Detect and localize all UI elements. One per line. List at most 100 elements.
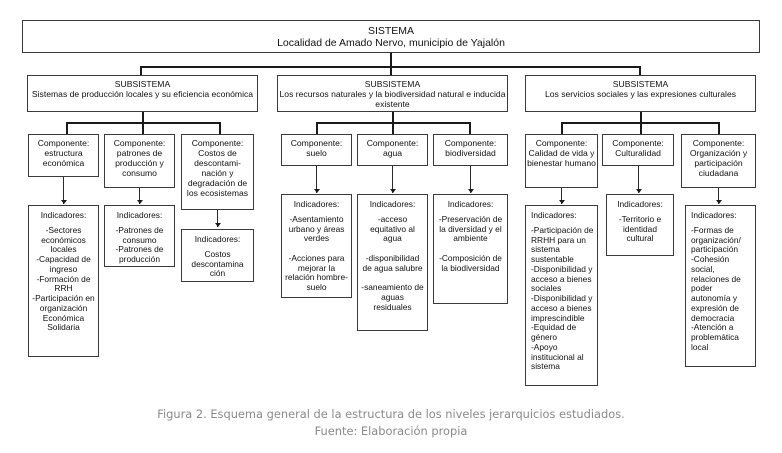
arrowhead-c21 — [313, 189, 320, 193]
arrowhead-c31 — [558, 200, 565, 204]
connector-c23-to-ind — [470, 166, 471, 193]
component-subtitle: Organización y participación ciudadana — [689, 147, 748, 178]
subsystem-title: SUBSISTEMA — [364, 79, 421, 89]
component-subtitle: Costos de descontami-nación y degradació… — [186, 147, 249, 198]
indicator-box-2-2: Indicadores: -acceso equitativo al agua … — [357, 194, 428, 331]
subsystem-title: SUBSISTEMA — [114, 79, 171, 89]
arrowhead-c32 — [635, 189, 642, 193]
connector-c31-to-ind — [561, 188, 562, 204]
connector-subsystem-2 — [390, 66, 392, 76]
component-subtitle: estructura económica — [42, 147, 85, 168]
indicator-box-1-1: Indicadores: -Sectores económicos locale… — [28, 205, 99, 357]
component-title: Componente: — [290, 138, 343, 148]
indicator-box-3-3: Indicadores: -Formas de organización/ pa… — [685, 205, 756, 367]
indicator-box-3-1: Indicadores: -Participación de RRHH para… — [525, 205, 598, 386]
indicator-box-3-2: Indicadores: -Territorio e identidad cul… — [606, 194, 674, 256]
indicator-box-2-3: Indicadores: -Preservación de la diversi… — [433, 194, 508, 304]
connector-c22-to-ind — [392, 166, 393, 193]
indicator-items: -Territorio e identidad cultural — [618, 213, 662, 244]
connector-sub1-c1 — [66, 122, 68, 134]
connector-subsystem-3 — [639, 66, 641, 76]
component-title: Componente: — [535, 138, 588, 148]
indicator-title: Indicadores: — [116, 210, 163, 220]
indicator-items: Costos descontamina ción — [191, 248, 244, 279]
system-title: SISTEMA — [367, 25, 415, 37]
indicator-items: -Sectores económicos locales -Capacidad … — [32, 224, 95, 333]
component-box-2-1: Componente: suelo — [281, 134, 352, 166]
indicator-title: Indicadores: — [617, 199, 663, 209]
component-box-3-3: Componente: Organización y participación… — [681, 134, 756, 188]
indicator-title: Indicadores: — [531, 210, 577, 220]
figure-caption: Figura 2. Esquema general de la estructu… — [0, 406, 782, 439]
indicator-title: Indicadores: — [194, 234, 241, 244]
arrowhead-c11 — [60, 200, 67, 204]
connector-sub2-c3 — [469, 122, 471, 134]
connector-system-stem — [390, 53, 392, 67]
indicator-box-1-3: Indicadores: Costos descontamina ción — [181, 229, 254, 282]
system-subtitle: Localidad de Amado Nervo, municipio de Y… — [277, 37, 505, 50]
arrowhead-c13 — [214, 223, 221, 227]
connector-sub2-stem — [392, 112, 394, 123]
indicator-items: -Preservación de la diversidad y el ambi… — [438, 213, 503, 273]
subsystem-title: SUBSISTEMA — [612, 79, 669, 89]
arrowhead-c23 — [467, 189, 474, 193]
component-box-3-1: Componente: Calidad de vida y bienestar … — [525, 134, 598, 188]
connector-sub2-c1 — [316, 122, 318, 134]
connector-sub1-c2 — [142, 122, 144, 134]
component-box-1-1: Componente: estructura económica — [28, 134, 99, 177]
indicator-items: -Formas de organización/ participación -… — [691, 224, 741, 352]
figure-caption-line-1: Figura 2. Esquema general de la estructu… — [157, 407, 625, 421]
connector-sub3-c1 — [561, 122, 563, 134]
connector-sub1-stem — [142, 112, 144, 123]
component-title: Componente: — [191, 138, 244, 148]
component-title: Componente: — [444, 138, 497, 148]
subsystem-subtitle: Sistemas de producción locales y su efic… — [31, 88, 254, 99]
indicator-title: Indicadores: — [40, 210, 87, 220]
connector-sub1-c3 — [219, 122, 221, 134]
indicator-items: -acceso equitativo al agua -disponibilid… — [361, 213, 424, 312]
component-title: Componente: — [612, 138, 664, 148]
connector-sub3-stem — [640, 112, 642, 123]
subsystem-box-2: SUBSISTEMA Los recursos naturales y la b… — [277, 75, 508, 112]
system-box: SISTEMA Localidad de Amado Nervo, munici… — [22, 20, 760, 53]
component-box-1-2: Componente: patrones de producción y con… — [104, 134, 175, 188]
component-subtitle: suelo — [306, 147, 327, 158]
indicator-title: Indicadores: — [447, 199, 494, 209]
indicator-title: Indicadores: — [691, 210, 737, 220]
component-subtitle: agua — [382, 147, 403, 158]
component-title: Componente: — [113, 138, 166, 148]
component-subtitle: patrones de producción y consumo — [115, 147, 164, 178]
indicator-items: -Patrones de consumo -Patrones de produc… — [115, 224, 164, 264]
subsystem-subtitle: Los recursos naturales y la biodiversida… — [279, 88, 506, 109]
component-title: Componente: — [366, 138, 419, 148]
component-title: Componente: — [37, 138, 90, 148]
component-title: Componente: — [692, 138, 745, 148]
connector-subsystem-1 — [140, 66, 142, 76]
indicator-items: -Asentamiento urbano y áreas verdes -Acc… — [285, 213, 348, 292]
connector-c33-to-ind — [718, 188, 719, 204]
figure-caption-line-2: Fuente: Elaboración propia — [314, 423, 468, 438]
indicator-items: -Participación de RRHH para un sistema s… — [531, 224, 594, 372]
connector-c11-to-ind — [63, 177, 64, 204]
connector-sub2-c2 — [392, 122, 394, 134]
connector-sub3-c3 — [718, 122, 720, 134]
subsystem-box-3: SUBSISTEMA Los servicios sociales y las … — [525, 75, 756, 112]
component-subtitle: Calidad de vida y bienestar humano — [527, 147, 596, 168]
indicator-box-1-2: Indicadores: -Patrones de consumo -Patro… — [104, 205, 175, 267]
indicator-title: Indicadores: — [369, 199, 416, 209]
connector-c13-to-ind — [217, 210, 218, 227]
component-box-2-3: Componente: biodiversidad — [433, 134, 508, 166]
component-box-2-2: Componente: agua — [357, 134, 428, 166]
component-subtitle: biodiversidad — [445, 147, 496, 158]
component-box-1-3: Componente: Costos de descontami-nación … — [181, 134, 254, 210]
arrowhead-c22 — [389, 189, 396, 193]
subsystem-subtitle: Los servicios sociales y las expresiones… — [544, 88, 737, 99]
component-box-3-2: Componente: Culturalidad — [602, 134, 674, 166]
indicator-title: Indicadores: — [293, 199, 340, 209]
subsystem-box-1: SUBSISTEMA Sistemas de producción locale… — [27, 75, 258, 112]
connector-c32-to-ind — [638, 166, 639, 193]
arrowhead-c12 — [136, 200, 143, 204]
connector-c12-to-ind — [139, 188, 140, 204]
component-subtitle: Culturalidad — [615, 147, 661, 158]
